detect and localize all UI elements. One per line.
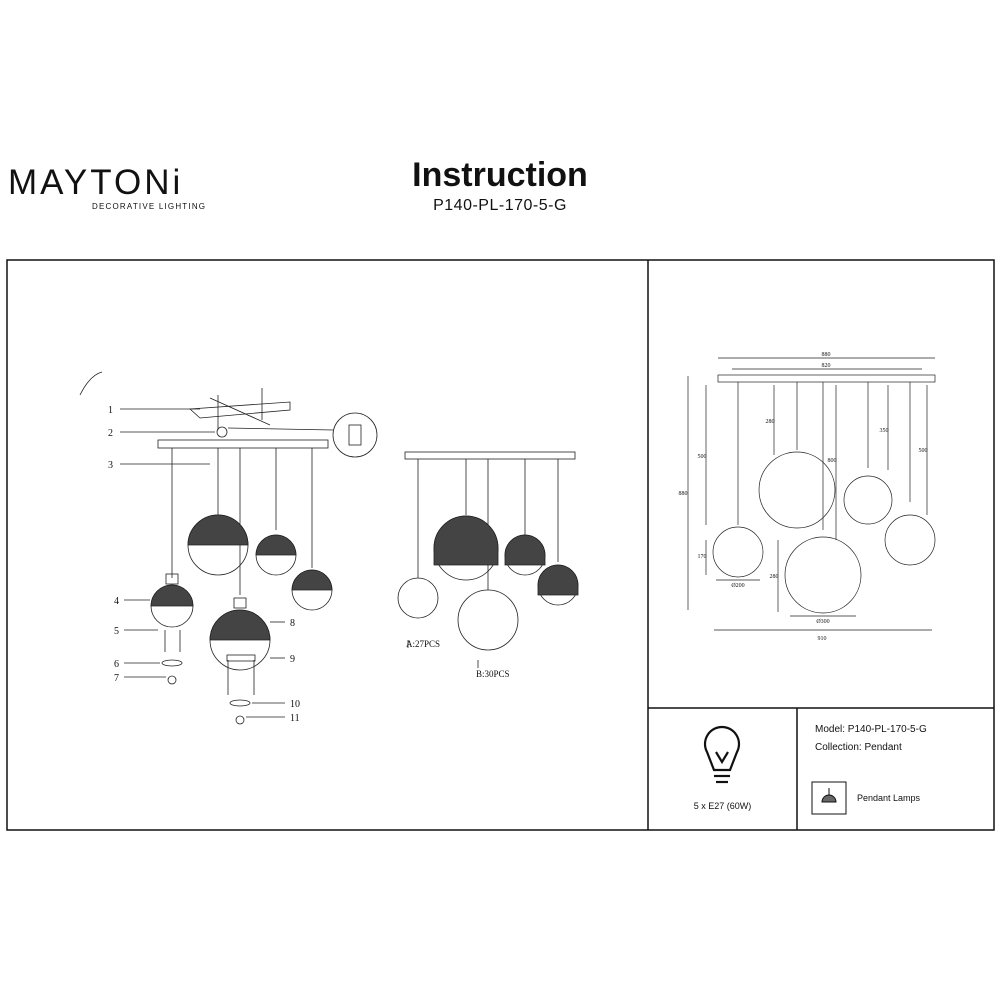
dim-800-label: 800 [828,458,837,464]
callout-7: 7 [114,673,119,684]
callout-9: 9 [290,654,295,665]
brand-tagline: DECORATIVE LIGHTING [92,202,207,211]
dimension-drawing [687,357,936,631]
dim-820-label: 820 [822,363,831,369]
dim-d200-label: Ø200 [731,583,744,589]
dim-500b-label: 500 [919,448,928,454]
brand-logo: MAYTONi [8,163,184,202]
dim-880-label: 880 [822,352,831,358]
pendant-lamp-icon [811,781,847,815]
dim-910-label: 910 [818,636,827,642]
callout-10: 10 [290,699,300,710]
page-title: Instruction [412,156,588,194]
callout-5: 5 [114,626,119,637]
dim-280-label: 280 [766,419,775,425]
dim-170-label: 170 [698,554,707,560]
crystal-b-label: B:30PCS [476,669,510,679]
dim-d300-label: Ø300 [816,619,829,625]
bulb-icon [703,725,741,784]
model-code: P140-PL-170-5-G [433,197,567,214]
callout-3: 3 [108,460,113,471]
dim-500a-label: 500 [698,454,707,460]
dim-350-label: 350 [880,428,889,434]
bulb-spec: 5 x E27 (60W) [693,801,752,811]
dimension-labels: 880 820 910 880 280 350 500 500 800 170 … [679,352,928,642]
crystal-a-label: A:27PCS [406,639,440,649]
callout-labels: 1 2 3 4 5 6 7 8 9 10 11 [108,405,300,724]
assembled-lamp-diagram [397,451,579,668]
callout-2: 2 [108,428,113,439]
model-label: Model: P140-PL-170-5-G [815,724,927,735]
lamp-type-label: Pendant Lamps [857,793,921,803]
callout-11: 11 [290,713,300,724]
callout-1: 1 [108,405,113,416]
dim-height-label: 880 [679,491,688,497]
callout-8: 8 [290,618,295,629]
callout-4: 4 [114,596,119,607]
exploded-parts-diagram [79,371,378,725]
collection-label: Collection: Pendant [815,742,902,753]
callout-6: 6 [114,659,119,670]
dim-280b-label: 280 [770,574,779,580]
